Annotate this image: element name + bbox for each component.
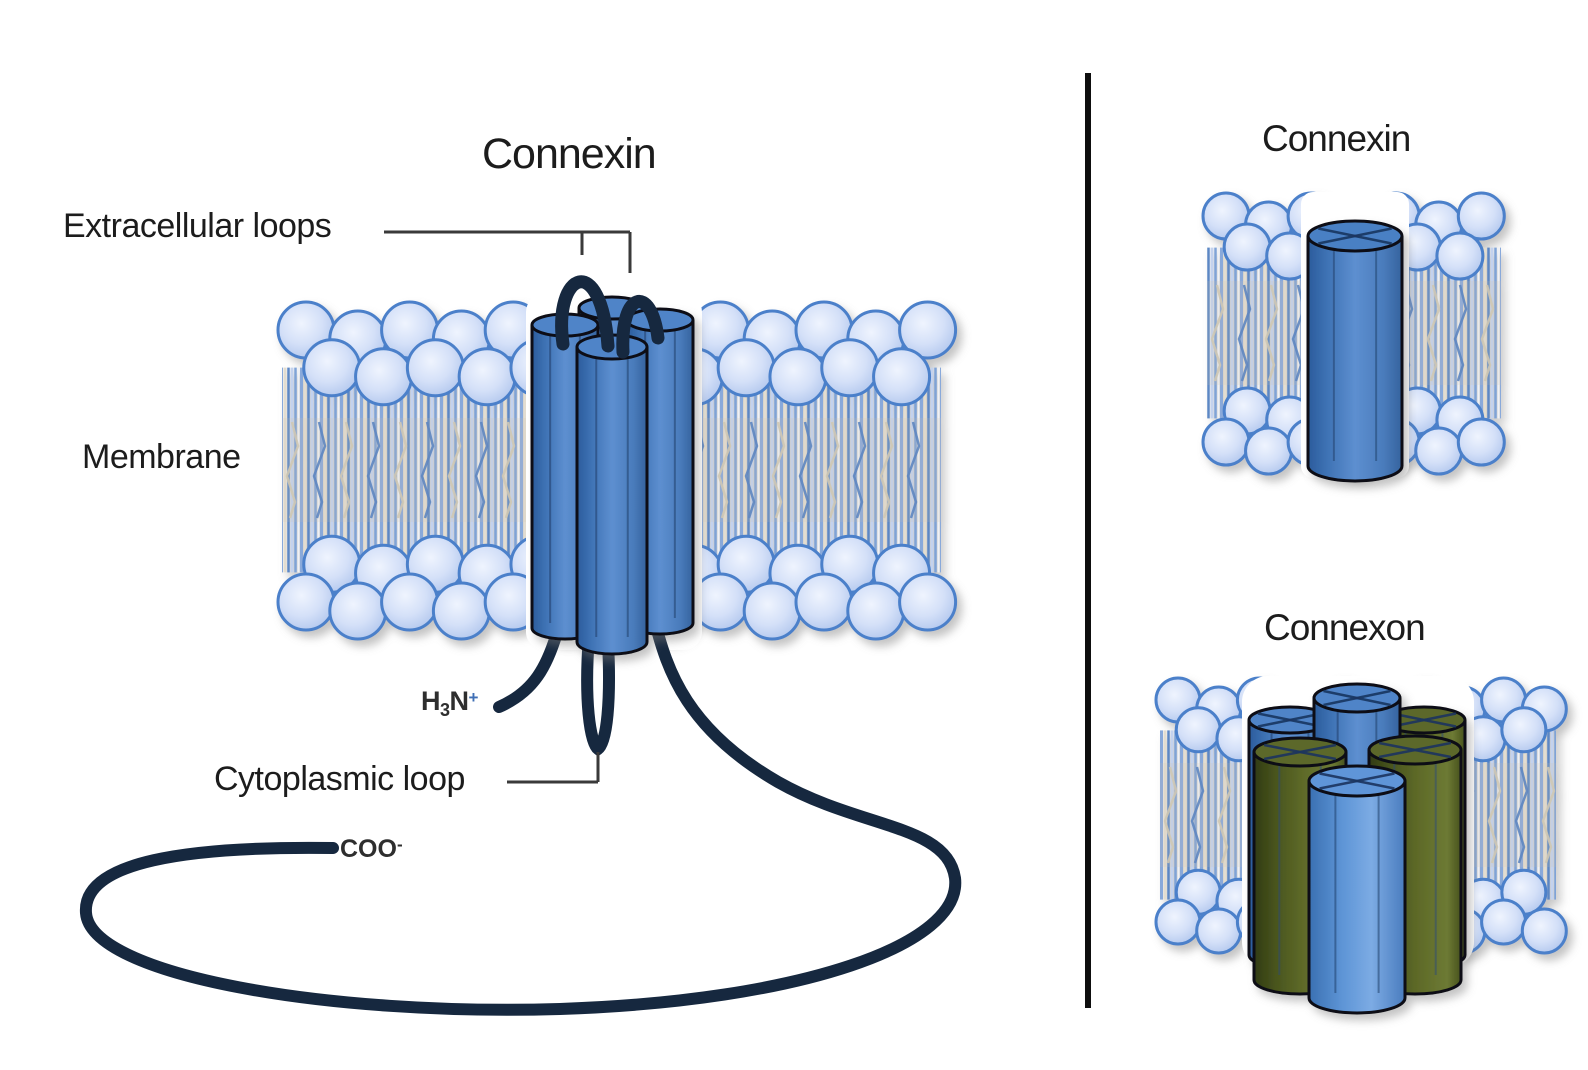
- lipid-tail-squiggle: [1541, 766, 1556, 864]
- lipid-head: [716, 338, 776, 398]
- n-terminus-h: H: [421, 686, 441, 716]
- lipid-tail-squiggle: [717, 421, 732, 519]
- lipid-tail-squiggle: [1514, 766, 1529, 864]
- c-terminus-label: COO-: [340, 835, 403, 864]
- cytoplasmic-loop-label: Cytoplasmic loop: [214, 760, 465, 798]
- cylinder-top-cross: [1323, 689, 1391, 707]
- lipid-tail-squiggle: [1217, 766, 1232, 864]
- cylinder-body: [575, 347, 649, 656]
- lipid-tail-squiggle: [474, 421, 489, 519]
- extracellular-loop-2: [616, 295, 665, 359]
- lipid-tail-squiggle: [1163, 766, 1178, 864]
- lipid-tail-squiggle: [825, 421, 840, 519]
- lipid-tail-squiggle: [879, 421, 894, 519]
- lipid-tail-squiggle: [798, 421, 813, 519]
- lipid-head: [1435, 231, 1485, 281]
- lipid-head: [302, 338, 362, 398]
- lipid-head: [1174, 706, 1222, 754]
- n-terminus-subscript: 3: [440, 700, 450, 720]
- lipid-tail-squiggle: [1453, 284, 1468, 382]
- lipid-head: [846, 581, 906, 641]
- lipid-tail-squiggle: [285, 421, 300, 519]
- cylinder-body: [1306, 236, 1404, 483]
- connexon-hexamer: [1247, 682, 1467, 1015]
- lipid-tail-squiggle: [852, 421, 867, 519]
- c-terminus-charge: -: [396, 835, 403, 854]
- lipid-head: [1500, 706, 1548, 754]
- lipid-head: [742, 581, 802, 641]
- left-figure-title: Connexin: [482, 130, 657, 178]
- extracellular-loops-label: Extracellular loops: [63, 207, 332, 245]
- lipid-tail-squiggle: [501, 421, 516, 519]
- lipid-head: [1480, 898, 1528, 946]
- lipid-tail-squiggle: [312, 421, 327, 519]
- lipid-head: [276, 572, 336, 632]
- lipid-head: [1195, 907, 1243, 955]
- lipid-head: [1244, 426, 1294, 476]
- lipid-tail-squiggle: [1237, 284, 1252, 382]
- lipid-head: [1520, 907, 1568, 955]
- lipid-head: [794, 572, 854, 632]
- membrane-label: Membrane: [82, 438, 241, 476]
- lipid-head: [1414, 426, 1464, 476]
- c-terminal-tail: [79, 612, 962, 1016]
- lipid-tail-squiggle: [366, 421, 381, 519]
- lipid-tail-squiggle: [1264, 284, 1279, 382]
- n-terminus-charge: +: [468, 688, 479, 707]
- n-terminus-label: H3N+: [421, 686, 478, 721]
- lipid-head: [872, 347, 932, 407]
- cylinder-top-cross: [1263, 743, 1337, 761]
- lipid-tail-squiggle: [906, 421, 921, 519]
- connexin-helix-bundle: [530, 295, 695, 656]
- lipid-head: [380, 572, 440, 632]
- lipid-head: [1201, 417, 1251, 467]
- lipid-head: [1222, 222, 1272, 272]
- lipid-head: [431, 581, 491, 641]
- lipid-tail-squiggle: [1426, 284, 1441, 382]
- right-top-figure-title: Connexin: [1262, 118, 1411, 159]
- cylinder-top-cross: [1319, 772, 1395, 790]
- lipid-head: [1456, 417, 1506, 467]
- panel-divider: [1085, 73, 1091, 1008]
- lipid-head: [1456, 191, 1506, 241]
- lipid-tail-squiggle: [420, 421, 435, 519]
- extracellular-loops-callout-line: [384, 230, 632, 273]
- lipid-head: [768, 347, 828, 407]
- lipid-tail-squiggle: [339, 421, 354, 519]
- right-bottom-figure-title: Connexon: [1264, 607, 1426, 648]
- lipid-tail-squiggle: [1210, 284, 1225, 382]
- lipid-tail-squiggle: [393, 421, 408, 519]
- cylinder-top-cross: [1391, 712, 1457, 728]
- lipid-head: [820, 338, 880, 398]
- lipid-head: [405, 338, 465, 398]
- lipid-tail-squiggle: [771, 421, 786, 519]
- cytoplasmic-loop-callout-line: [507, 752, 600, 784]
- extracellular-loop-strands: [555, 275, 665, 359]
- cylinder-body: [1307, 781, 1407, 1015]
- lipid-head: [898, 572, 958, 632]
- lipid-head: [898, 300, 958, 360]
- lipid-head: [354, 347, 414, 407]
- lipid-head: [457, 347, 517, 407]
- cylinder-top-cross: [1378, 741, 1452, 759]
- n-terminus-n: N: [449, 686, 470, 716]
- lipid-head: [1154, 898, 1202, 946]
- lipid-tail-squiggle: [744, 421, 759, 519]
- lipid-tail-squiggle: [1480, 284, 1495, 382]
- cylinder-top-cross: [1257, 712, 1323, 728]
- connexin-cytoplasmic-strands: [79, 612, 962, 1016]
- cylinder-top-cross: [1318, 227, 1392, 245]
- connexin-single-cylinder: [1306, 219, 1404, 483]
- cytoplasmic-loop-strand: [581, 630, 615, 757]
- lipid-tail-squiggle: [447, 421, 462, 519]
- lipid-head: [328, 581, 388, 641]
- lipid-tail-squiggle: [1190, 766, 1205, 864]
- c-terminus-text: COO: [340, 835, 397, 863]
- lipid-tail-squiggle: [1487, 766, 1502, 864]
- extracellular-loop-1: [555, 275, 615, 353]
